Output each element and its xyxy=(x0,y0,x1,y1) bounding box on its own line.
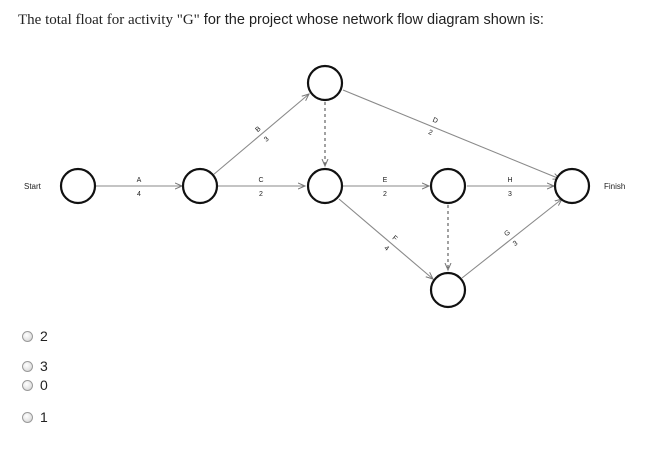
activity-h-name: H xyxy=(507,177,512,184)
activity-d-duration: 2 xyxy=(427,129,433,137)
question-text: The total float for activity "G" for the… xyxy=(18,12,544,29)
radio-button[interactable] xyxy=(22,360,33,372)
option-label: 2 xyxy=(40,328,48,344)
finish-label: Finish xyxy=(604,182,625,191)
node-2 xyxy=(181,167,219,205)
option-3[interactable]: 3 xyxy=(22,358,48,374)
node-4 xyxy=(306,167,344,205)
activity-b-name: B xyxy=(254,125,262,134)
activity-e-name: E xyxy=(383,177,388,184)
activity-g-duration: 3 xyxy=(512,240,519,248)
radio-button[interactable] xyxy=(22,330,33,342)
option-1[interactable]: 1 xyxy=(22,409,48,425)
activity-b-arrow xyxy=(212,94,309,176)
node-3 xyxy=(306,64,344,102)
start-node xyxy=(59,167,97,205)
option-2[interactable]: 2 xyxy=(22,328,48,344)
node-6 xyxy=(429,271,467,309)
node-5 xyxy=(429,167,467,205)
radio-button[interactable] xyxy=(22,411,33,423)
activity-c-duration: 2 xyxy=(259,191,263,198)
option-0[interactable]: 0 xyxy=(22,377,48,393)
finish-node xyxy=(553,167,591,205)
activity-f-arrow xyxy=(338,198,433,279)
question-part-1: The total float for activity "G" xyxy=(18,12,200,28)
activity-a-name: A xyxy=(137,177,142,184)
option-label: 3 xyxy=(40,358,48,374)
activity-f-name: F xyxy=(391,235,399,243)
activity-g-name: G xyxy=(503,229,512,238)
radio-button[interactable] xyxy=(22,379,33,391)
start-label: Start xyxy=(24,182,42,191)
activity-a-duration: 4 xyxy=(137,191,141,198)
activity-d-name: D xyxy=(431,117,438,125)
activity-f-duration: 4 xyxy=(382,245,390,253)
question-part-2: for the project whose network flow diagr… xyxy=(199,12,544,28)
option-label: 1 xyxy=(40,409,48,425)
option-label: 0 xyxy=(40,377,48,393)
activity-b-duration: 3 xyxy=(263,136,271,144)
activity-g-arrow xyxy=(461,199,562,279)
activity-c-name: C xyxy=(258,177,263,184)
activity-d-arrow xyxy=(342,89,560,179)
activity-e-duration: 2 xyxy=(383,191,387,198)
activity-h-duration: 3 xyxy=(508,191,512,198)
